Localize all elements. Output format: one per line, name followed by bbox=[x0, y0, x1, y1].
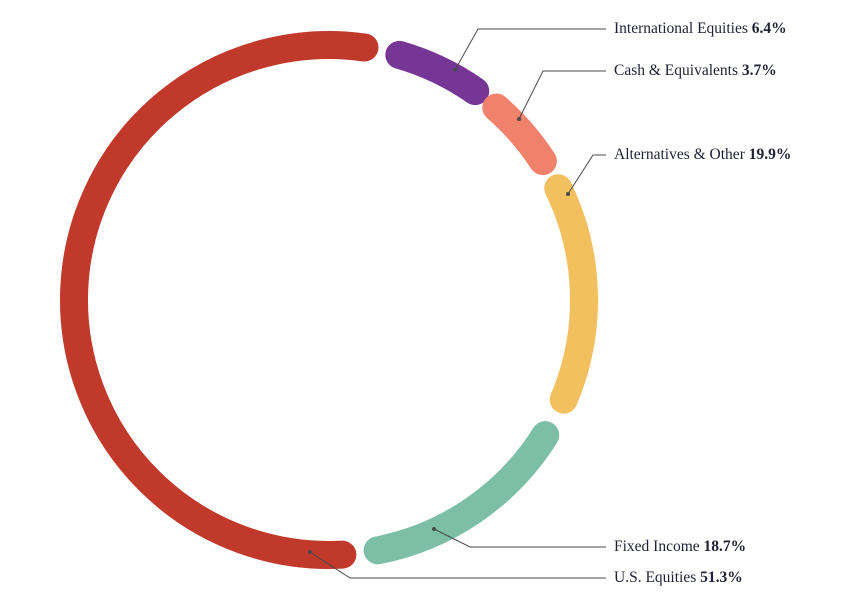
leader-dot-cash-equivalents bbox=[517, 117, 521, 121]
leader-dot-fixed-income bbox=[432, 527, 436, 531]
slice-us-equities bbox=[60, 31, 379, 569]
leader-dot-international-equities bbox=[453, 68, 457, 72]
slice-alternatives-other bbox=[544, 174, 598, 414]
label-us-equities: U.S. Equities 51.3% bbox=[614, 569, 743, 587]
label-name: Alternatives & Other bbox=[614, 146, 745, 163]
slice-international-equities bbox=[385, 40, 490, 106]
label-fixed-income: Fixed Income 18.7% bbox=[614, 538, 746, 556]
leader-line-international-equities bbox=[454, 28, 606, 71]
label-name: Cash & Equivalents bbox=[614, 62, 738, 79]
label-value: 3.7% bbox=[741, 62, 777, 79]
label-value: 51.3% bbox=[700, 569, 743, 586]
leader-line-us-equities bbox=[309, 551, 606, 579]
label-value: 6.4% bbox=[751, 20, 787, 37]
leader-dot-alternatives-other bbox=[566, 192, 570, 196]
leader-dot-us-equities bbox=[308, 550, 312, 554]
label-value: 18.7% bbox=[703, 538, 747, 555]
leader-line-cash-equivalents bbox=[518, 70, 606, 120]
leader-line-fixed-income bbox=[433, 528, 606, 548]
slice-cash-equivalents bbox=[482, 93, 557, 176]
label-name: Fixed Income bbox=[614, 538, 700, 555]
label-cash-equivalents: Cash & Equivalents 3.7% bbox=[614, 62, 777, 80]
label-alternatives-other: Alternatives & Other 19.9% bbox=[614, 146, 791, 164]
label-international-equities: International Equities 6.4% bbox=[614, 20, 787, 38]
label-value: 19.9% bbox=[748, 146, 792, 163]
leader-line-alternatives-other bbox=[567, 154, 606, 195]
label-name: International Equities bbox=[614, 20, 748, 37]
label-name: U.S. Equities bbox=[614, 569, 697, 586]
slice-fixed-income bbox=[363, 421, 560, 565]
